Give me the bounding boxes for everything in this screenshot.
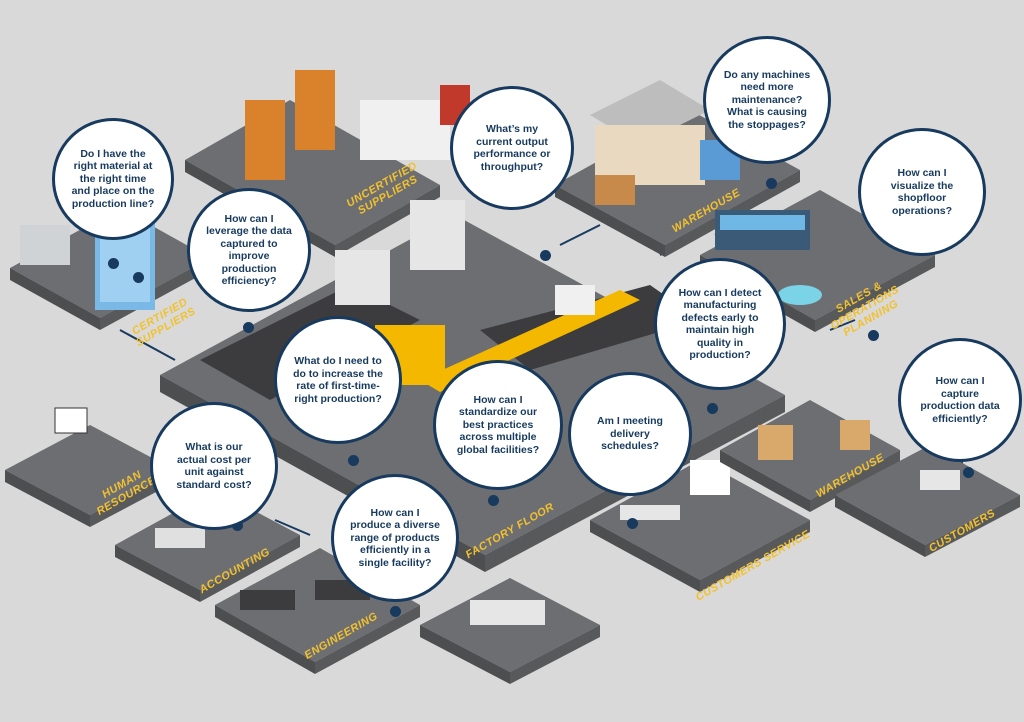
anchor-dot [133, 272, 144, 283]
platform-human-resources [5, 407, 175, 527]
question-bubble-delivery-schedules: Am I meeting delivery schedules? [568, 372, 692, 496]
anchor-dot [627, 518, 638, 529]
anchor-dot [766, 178, 777, 189]
anchor-dot [868, 330, 879, 341]
question-bubble-diverse-products: How can I produce a diverse range of pro… [331, 474, 459, 602]
platform-office-bottom [420, 578, 600, 684]
question-bubble-right-material: Do I have the right material at the righ… [52, 118, 174, 240]
question-bubble-leverage-data: How can I leverage the data captured to … [187, 188, 311, 312]
anchor-dot [540, 250, 551, 261]
anchor-dot [963, 467, 974, 478]
question-bubble-machines-maintenance: Do any machines need more maintenance? W… [703, 36, 831, 164]
platform-warehouse-right [720, 400, 900, 512]
anchor-dot [488, 495, 499, 506]
question-bubble-detect-defects: How can I detect manufacturing defects e… [654, 258, 786, 390]
anchor-dot [243, 322, 254, 333]
question-bubble-standardize-practices: How can I standardize our best practices… [433, 360, 563, 490]
anchor-dot [390, 606, 401, 617]
question-bubble-cost-per-unit: What is our actual cost per unit against… [150, 402, 278, 530]
question-bubble-first-time-right: What do I need to do to increase the rat… [274, 316, 402, 444]
anchor-dot [707, 403, 718, 414]
anchor-dot [348, 455, 359, 466]
question-bubble-capture-data: How can I capture production data effici… [898, 338, 1022, 462]
question-bubble-visualize-shopfloor: How can I visualize the shopfloor operat… [858, 128, 986, 256]
question-bubble-output-performance: What’s my current output performance or … [450, 86, 574, 210]
anchor-dot [108, 258, 119, 269]
